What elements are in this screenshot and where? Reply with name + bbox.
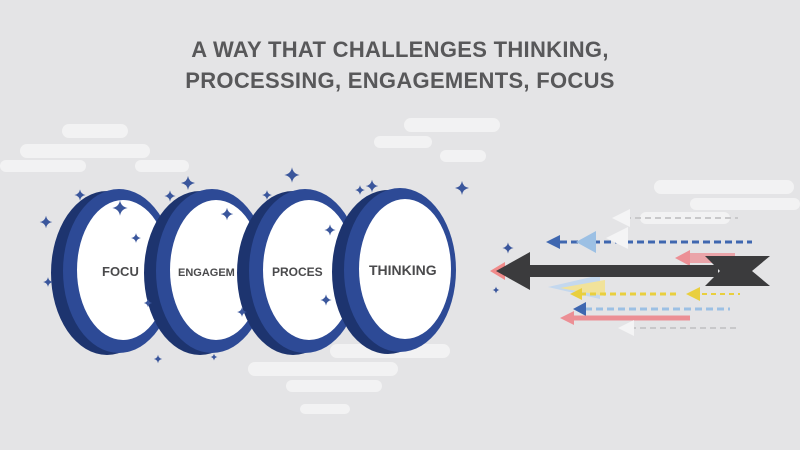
disc-label-thinking: THINKING — [369, 262, 437, 278]
disc-label-engagement: ENGAGEM — [178, 267, 235, 279]
big-arrow-icon — [490, 252, 770, 290]
disc-label-processing: PROCES — [272, 265, 323, 279]
disc-thinking: THINKING — [332, 188, 456, 354]
disc-label-focus: FOCU — [102, 264, 139, 279]
